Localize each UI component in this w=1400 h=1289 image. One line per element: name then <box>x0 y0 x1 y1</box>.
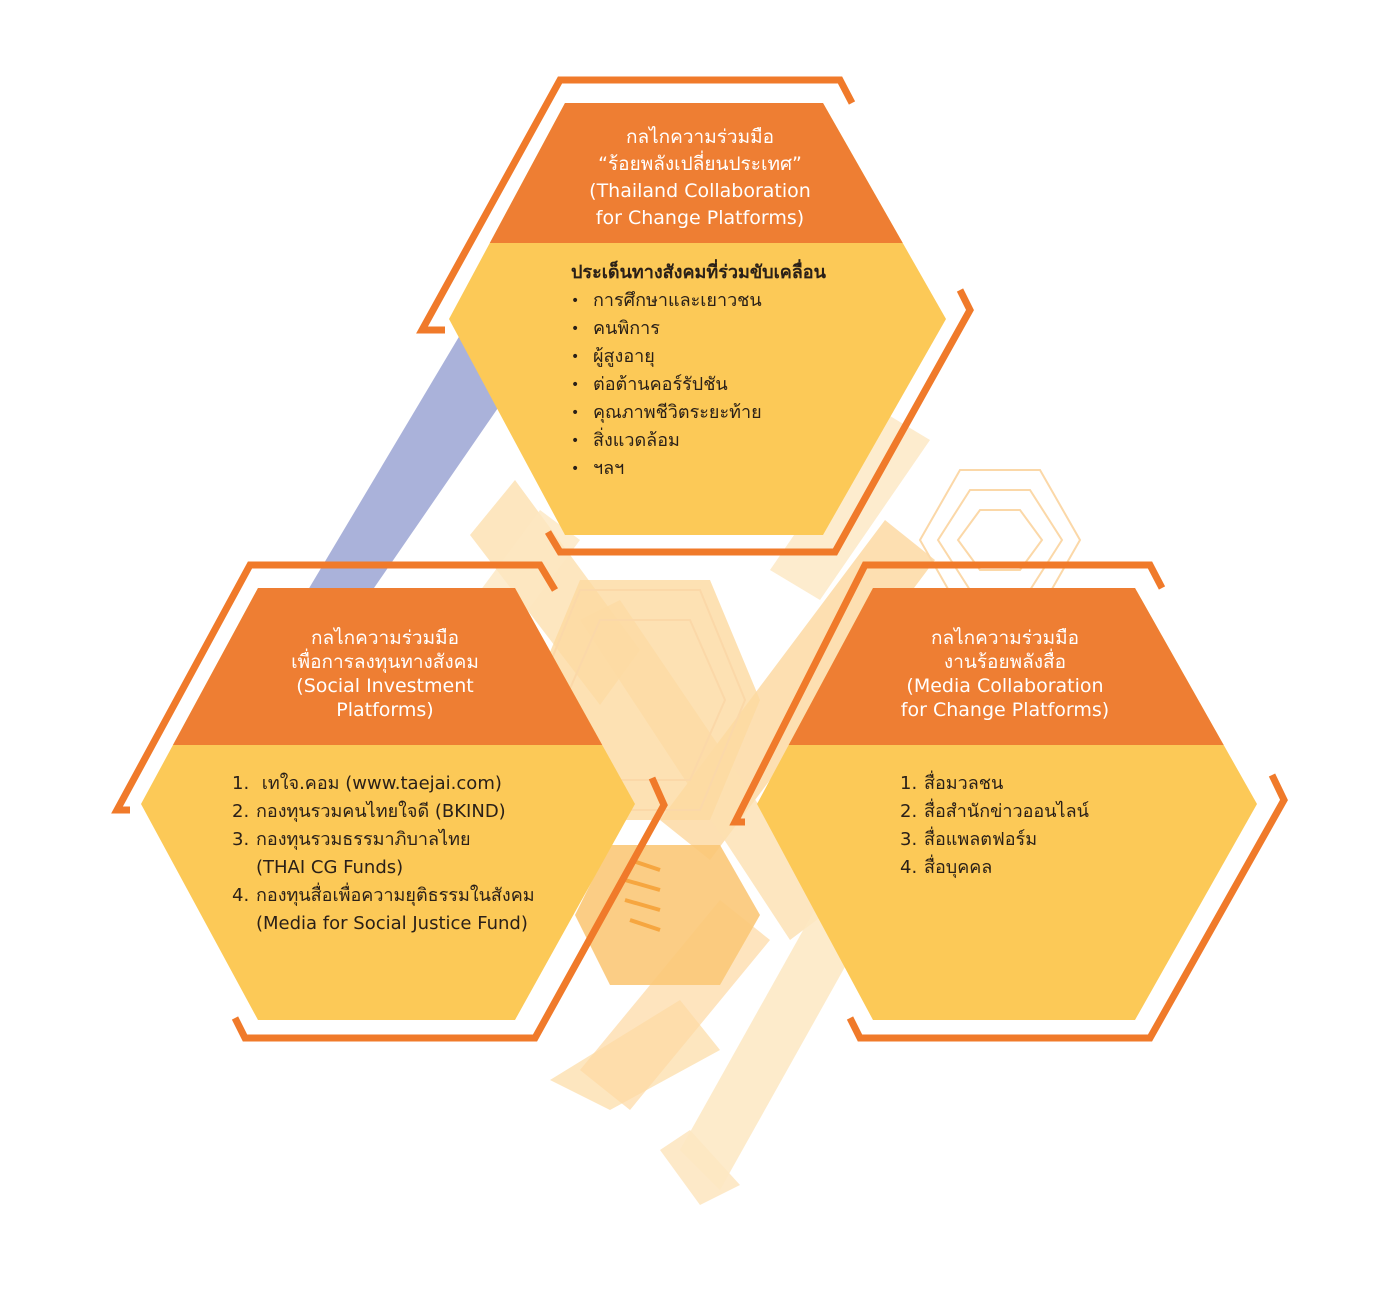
list-item: •การศึกษาและเยาวชน <box>571 287 826 315</box>
bullet: • <box>571 405 580 421</box>
right-body: 1.สื่อมวลชน 2.สื่อสำนักข่าวออนไลน์ 3.สื่… <box>900 770 1089 882</box>
list-item: •สิ่งแวดล้อม <box>571 427 826 455</box>
bullet: • <box>571 433 580 449</box>
top-body: ประเด็นทางสังคมที่ร่วมขับเคลื่อน •การศึก… <box>571 259 826 483</box>
left-title-line: Platforms) <box>336 699 434 721</box>
top-title-line: กลไกความร่วมมือ <box>625 126 775 148</box>
list-item: 1. เทใจ.คอม (www.taejai.com) <box>232 773 502 794</box>
right-title-line: for Change Platforms) <box>900 699 1110 721</box>
list-item: 2.กองทุนรวมคนไทยใจดี (BKIND) <box>232 801 506 822</box>
bullet: • <box>571 461 580 477</box>
right-frame-upper <box>729 561 1166 826</box>
right-title-line: กลไกความร่วมมือ <box>930 627 1080 649</box>
blue-diagonal-band <box>308 335 500 620</box>
list-item: •ต่อต้านคอร์รัปชัน <box>571 371 826 399</box>
left-frame-lower <box>231 776 668 1042</box>
list-item: •ผู้สูงอายุ <box>571 343 826 371</box>
list-item: 1.สื่อมวลชน <box>900 773 1004 794</box>
bullet: • <box>571 349 580 365</box>
pale-band-9 <box>680 900 860 1190</box>
left-frame-upper <box>111 561 559 814</box>
list-item: 3.สื่อแพลตฟอร์ม <box>900 829 1038 850</box>
right-title: กลไกความร่วมมือ งานร้อยพลังสื่อ (Media C… <box>835 626 1175 722</box>
top-title-line: “ร้อยพลังเปลี่ยนประเทศ” <box>598 153 802 175</box>
left-platform-list: 1. เทใจ.คอม (www.taejai.com) 2.กองทุนรวม… <box>232 770 535 938</box>
top-frame-upper <box>416 76 856 334</box>
left-title: กลไกความร่วมมือ เพื่อการลงทุนทางสังคม (S… <box>215 626 555 722</box>
left-body: 1. เทใจ.คอม (www.taejai.com) 2.กองทุนรวม… <box>232 770 535 938</box>
list-item: •คนพิการ <box>571 315 826 343</box>
top-title: กลไกความร่วมมือ “ร้อยพลังเปลี่ยนประเทศ” … <box>530 124 870 232</box>
list-item: 4.สื่อบุคคล <box>900 857 993 878</box>
left-title-line: เพื่อการลงทุนทางสังคม <box>291 651 479 673</box>
right-frame-lower <box>846 773 1288 1042</box>
list-item: •ฯลฯ <box>571 455 826 483</box>
left-title-line: (Social Investment <box>296 675 474 697</box>
right-title-line: (Media Collaboration <box>906 675 1104 697</box>
left-title-line: กลไกความร่วมมือ <box>310 627 460 649</box>
list-item: 2.สื่อสำนักข่าวออนไลน์ <box>900 801 1089 822</box>
top-issue-list: •การศึกษาและเยาวชน •คนพิการ •ผู้สูงอายุ … <box>571 287 826 483</box>
top-title-line: for Change Platforms) <box>595 207 805 229</box>
top-frame-lower <box>544 288 974 556</box>
right-media-list: 1.สื่อมวลชน 2.สื่อสำนักข่าวออนไลน์ 3.สื่… <box>900 770 1089 882</box>
hexagon-left <box>111 561 668 1042</box>
list-item: 3.กองทุนรวมธรรมาภิบาลไทย(THAI CG Funds) <box>232 829 471 878</box>
bullet: • <box>571 293 580 309</box>
chevron-stripes <box>624 858 661 932</box>
right-title-line: งานร้อยพลังสื่อ <box>943 651 1067 673</box>
bullet: • <box>571 377 580 393</box>
hexagon-top <box>416 76 974 556</box>
top-heading: ประเด็นทางสังคมที่ร่วมขับเคลื่อน <box>571 262 826 283</box>
list-item: •คุณภาพชีวิตระยะท้าย <box>571 399 826 427</box>
top-title-line: (Thailand Collaboration <box>589 180 811 202</box>
bullet: • <box>571 321 580 337</box>
list-item: 4.กองทุนสื่อเพื่อความยุติธรรมในสังคม(Med… <box>232 885 535 934</box>
hexagon-right <box>729 561 1288 1042</box>
